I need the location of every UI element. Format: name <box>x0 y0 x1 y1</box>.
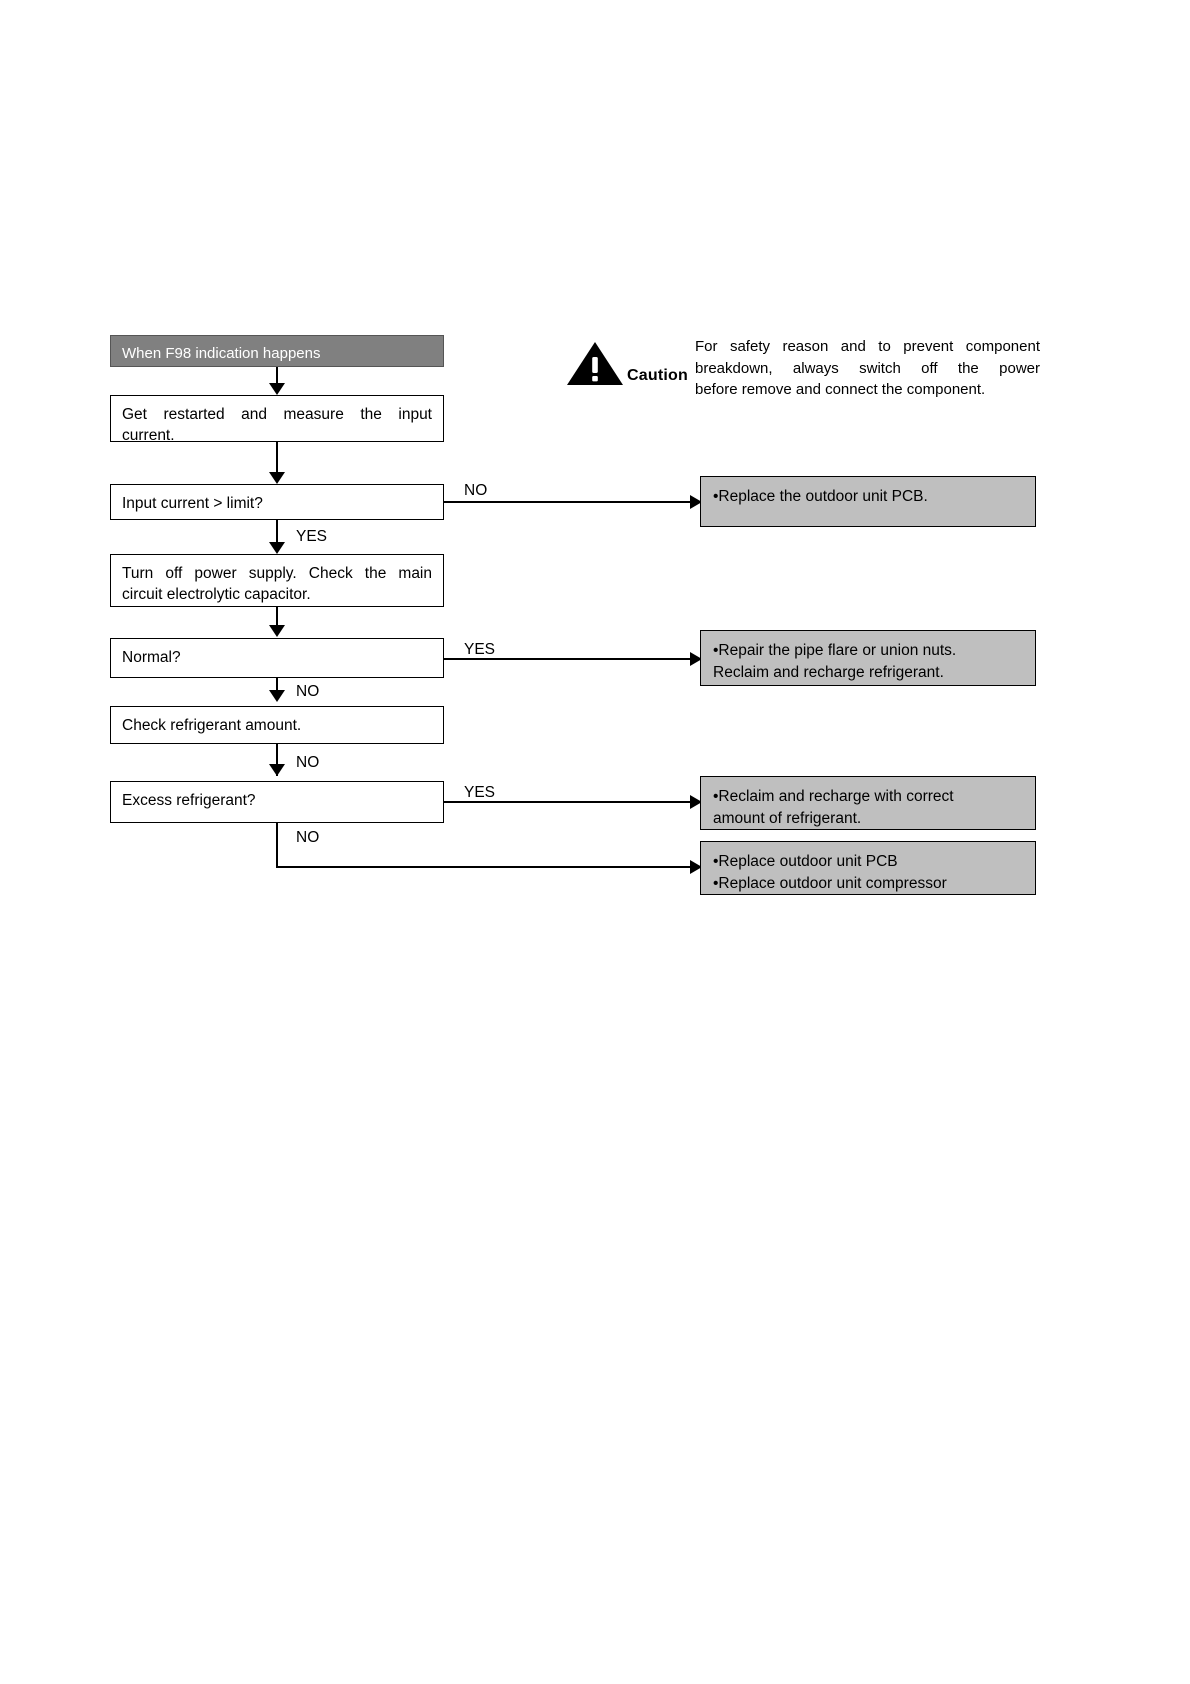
branch-label-input-current-no: NO <box>464 482 488 499</box>
connector-decision2-no <box>276 678 278 700</box>
arrow-step3-to-decision3 <box>269 764 285 776</box>
caution-text-line-2: breakdown, always switch off the power <box>695 359 1040 377</box>
caution-block: Caution For safety reason and to prevent… <box>565 336 1040 408</box>
flow-box-check-refrigerant-label: Check refrigerant amount. <box>122 717 302 734</box>
flow-box-excess-refrigerant-label: Excess refrigerant? <box>122 792 256 809</box>
arrow-header-to-step1 <box>269 383 285 395</box>
action-box-reclaim-recharge-correct-line-2: amount of refrigerant. <box>713 810 862 827</box>
arrow-step1-to-decision1 <box>269 472 285 484</box>
flow-box-get-restarted-line-2: current. <box>122 427 175 444</box>
flow-box-turn-off-power-line-1: Turn off power supply. Check the main <box>122 565 432 582</box>
flow-header-box: When F98 indication happens <box>110 335 444 367</box>
connector-decision1-no <box>444 501 699 503</box>
branch-label-normal-no: NO <box>296 683 320 700</box>
branch-label-excess-yes: YES <box>464 784 496 801</box>
branch-label-check-refrigerant-no: NO <box>296 754 320 771</box>
action-box-replace-pcb-compressor: •Replace outdoor unit PCB •Replace outdo… <box>700 841 1036 895</box>
action-box-replace-pcb-compressor-line-1: •Replace outdoor unit PCB <box>713 853 898 870</box>
flow-box-turn-off-power-line-2: circuit electrolytic capacitor. <box>122 586 311 603</box>
warning-triangle-icon <box>565 340 625 388</box>
arrow-decision2-yes <box>690 652 702 666</box>
branch-label-excess-no: NO <box>296 829 320 846</box>
arrow-decision1-yes <box>269 542 285 554</box>
arrow-step2-to-decision2 <box>269 625 285 637</box>
flow-header-label: When F98 indication happens <box>122 345 321 362</box>
action-box-repair-pipe-flare: •Repair the pipe flare or union nuts. Re… <box>700 630 1036 686</box>
branch-label-normal-yes: YES <box>464 641 496 658</box>
connector-decision3-no-horizontal <box>276 866 699 868</box>
flow-box-input-current-limit-label: Input current > limit? <box>122 495 263 512</box>
connector-decision2-yes <box>444 658 699 660</box>
flow-box-normal: Normal? <box>110 638 444 678</box>
flow-box-get-restarted: Get restarted and measure the input curr… <box>110 395 444 444</box>
flow-box-get-restarted-line-1: Get restarted and measure the input <box>122 406 432 423</box>
action-box-repair-pipe-flare-line-2: Reclaim and recharge refrigerant. <box>713 664 944 681</box>
action-box-replace-pcb-compressor-line-2: •Replace outdoor unit compressor <box>713 875 947 892</box>
action-box-repair-pipe-flare-line-1: •Repair the pipe flare or union nuts. <box>713 642 957 659</box>
caution-label: Caution <box>627 367 688 384</box>
flow-box-excess-refrigerant: Excess refrigerant? <box>110 781 444 823</box>
connector-decision3-yes <box>444 801 699 803</box>
caution-text-line-1: For safety reason and to prevent compone… <box>695 338 1040 355</box>
arrow-decision1-no <box>690 495 702 509</box>
flow-box-input-current-limit: Input current > limit? <box>110 484 444 520</box>
connector-step2-to-decision2 <box>276 607 278 635</box>
caution-text: For safety reason and to prevent compone… <box>695 336 1040 401</box>
action-box-reclaim-recharge-correct-line-1: •Reclaim and recharge with correct <box>713 788 954 805</box>
connector-decision1-yes <box>276 520 278 552</box>
connector-step1-to-decision1 <box>276 442 278 482</box>
flow-box-turn-off-power: Turn off power supply. Check the main ci… <box>110 554 444 607</box>
arrow-decision3-yes <box>690 795 702 809</box>
arrow-decision3-no <box>690 860 702 874</box>
action-box-reclaim-recharge-correct: •Reclaim and recharge with correct amoun… <box>700 776 1036 830</box>
action-box-replace-outdoor-pcb-line-1: •Replace the outdoor unit PCB. <box>713 488 928 505</box>
caution-text-line-3: before remove and connect the component. <box>695 381 986 398</box>
branch-label-input-current-yes: YES <box>296 528 328 545</box>
connector-decision3-no-vertical <box>276 823 278 868</box>
action-box-replace-outdoor-pcb: •Replace the outdoor unit PCB. <box>700 476 1036 527</box>
connector-header-to-step1 <box>276 367 278 388</box>
arrow-decision2-no <box>269 690 285 702</box>
flow-box-check-refrigerant: Check refrigerant amount. <box>110 706 444 744</box>
connector-step3-to-decision3 <box>276 744 278 776</box>
flow-box-normal-label: Normal? <box>122 649 181 666</box>
